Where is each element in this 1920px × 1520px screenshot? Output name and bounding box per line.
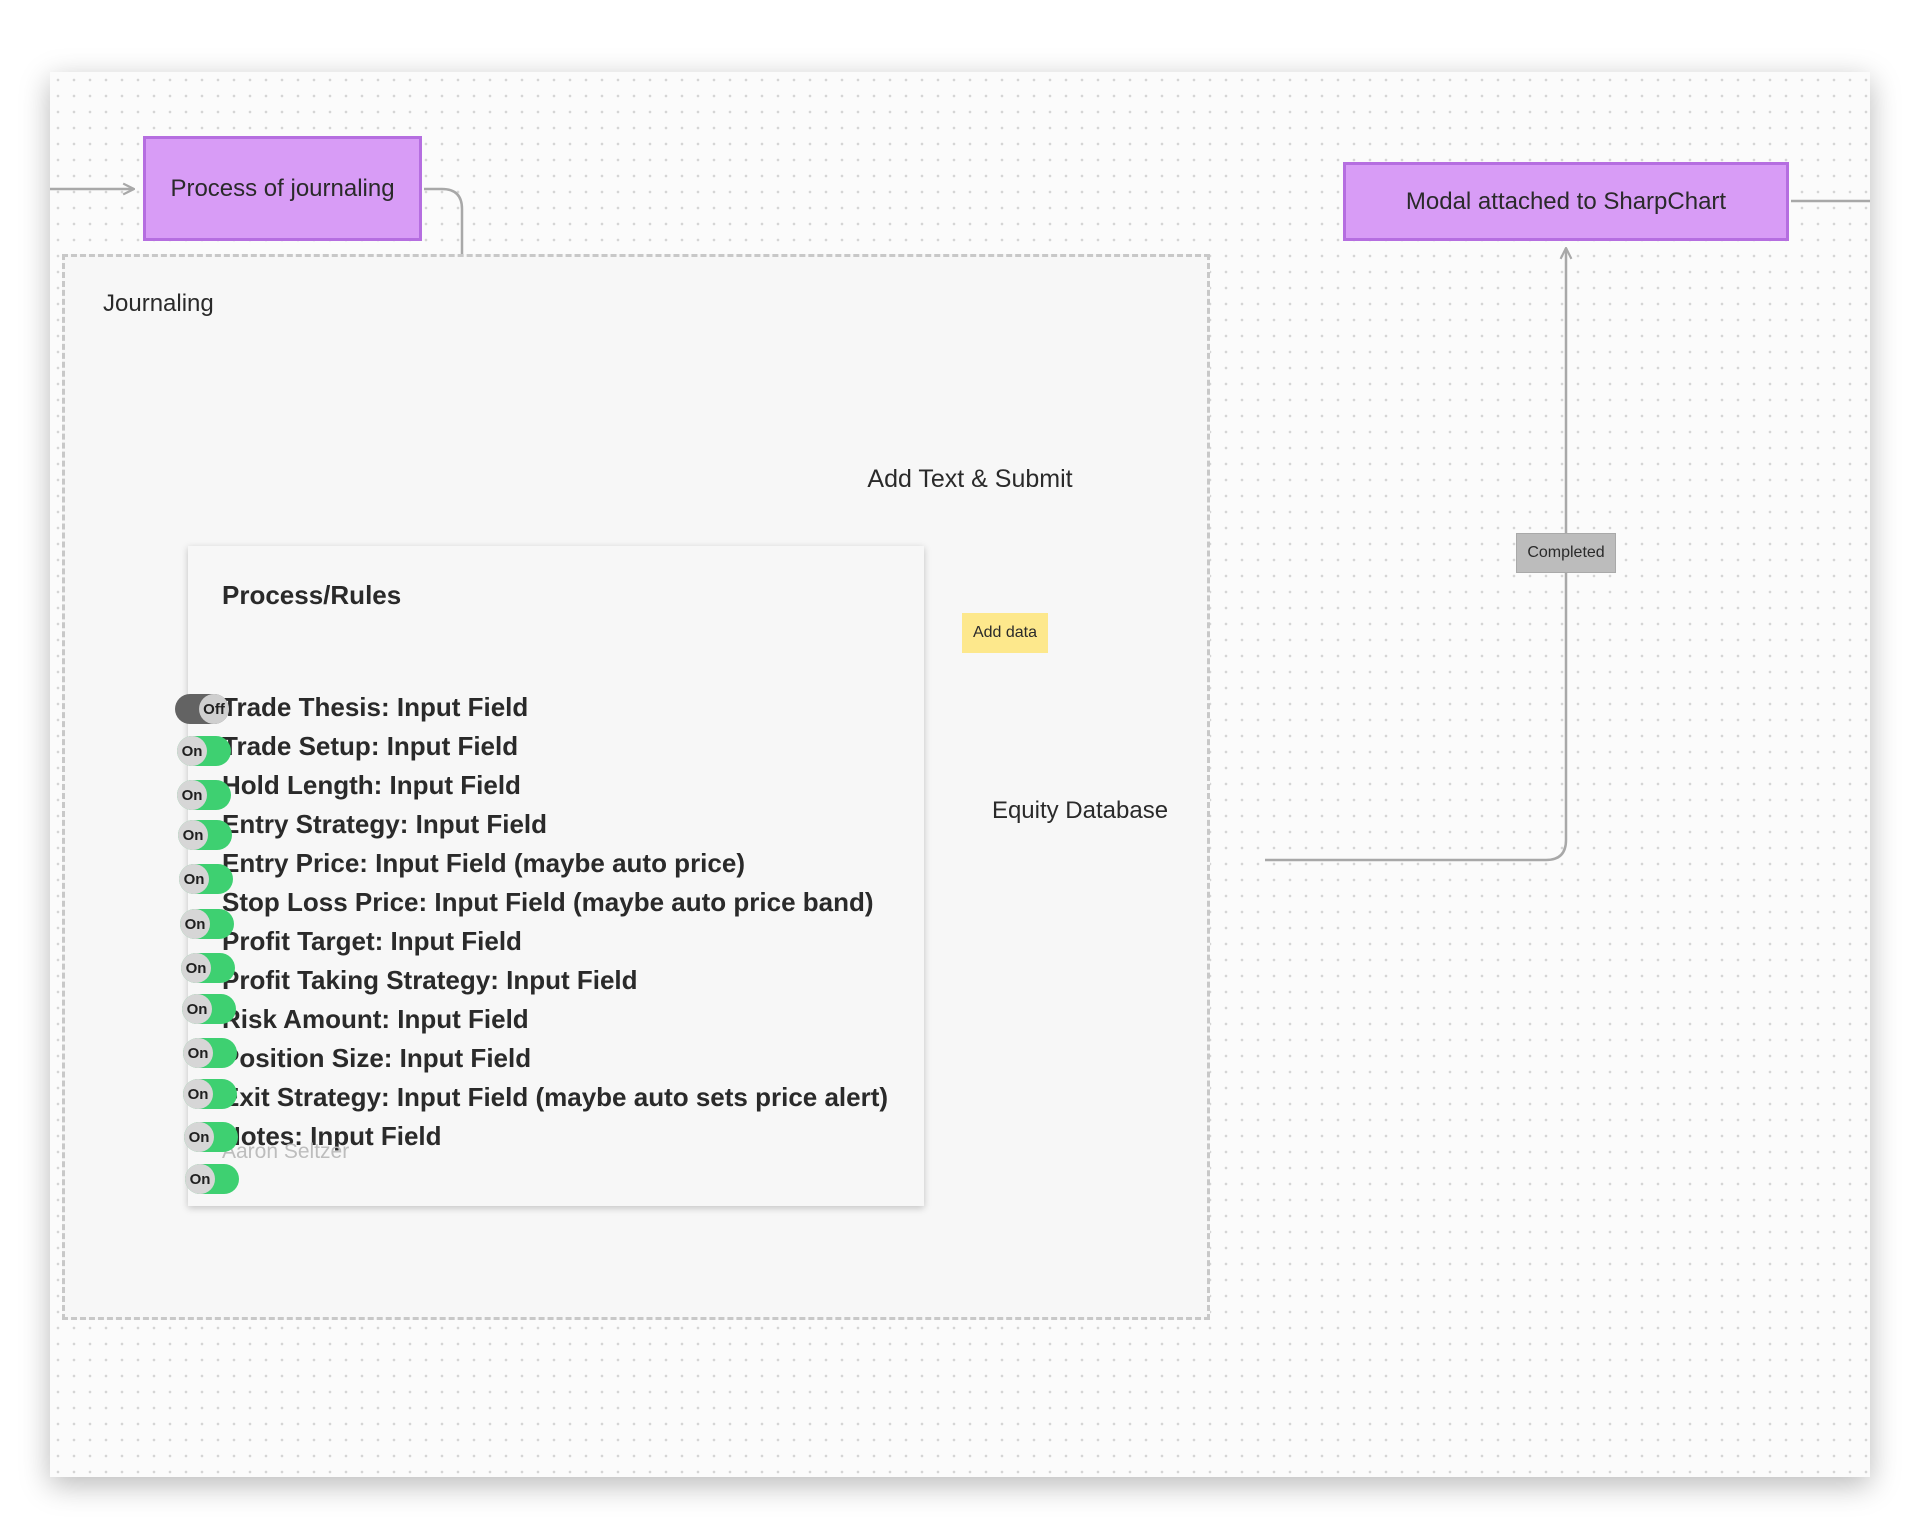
toggle-state-label: On: [177, 736, 207, 766]
rule-item: Trade Thesis: Input Field: [222, 692, 529, 722]
rule-toggle-on[interactable]: On: [183, 1038, 237, 1068]
rule-item: Profit Target: Input Field: [222, 926, 522, 956]
toggle-state-label: On: [183, 1038, 213, 1068]
toggle-state-label: On: [180, 909, 210, 939]
toggle-state-label: Off: [199, 694, 229, 724]
toggle-state-label: On: [184, 1122, 214, 1152]
equity-database-label: Equity Database: [991, 797, 1169, 824]
toggle-state-label: On: [183, 1079, 213, 1109]
rule-toggle-on[interactable]: On: [185, 1164, 239, 1194]
rule-toggle-on[interactable]: On: [184, 1122, 238, 1152]
rule-toggle-on[interactable]: On: [178, 820, 232, 850]
rule-toggle-on[interactable]: On: [181, 953, 235, 983]
modal-sharpchart-label: Modal attached to SharpChart: [1405, 187, 1727, 215]
rule-item: Risk Amount: Input Field: [222, 1004, 529, 1034]
rule-item: Profit Taking Strategy: Input Field: [222, 965, 638, 995]
toggle-state-label: On: [178, 820, 208, 850]
rule-item: Notes: Input Field: [222, 1121, 442, 1151]
process-of-journaling-label: Process of journaling: [170, 174, 395, 202]
rule-toggle-on[interactable]: On: [179, 864, 233, 894]
rule-item: Trade Setup: Input Field: [222, 731, 519, 761]
rule-toggle-off[interactable]: Off: [175, 694, 229, 724]
toggle-state-label: On: [177, 780, 207, 810]
add-data-edge-label[interactable]: Add data: [962, 613, 1048, 653]
toggle-state-label: On: [179, 864, 209, 894]
rule-item: Position Size: Input Field: [222, 1043, 532, 1073]
journaling-group-label: Journaling: [103, 290, 214, 317]
rule-item: Entry Strategy: Input Field: [222, 809, 548, 839]
rule-item: Hold Length: Input Field: [222, 770, 521, 800]
rule-toggle-on[interactable]: On: [177, 736, 231, 766]
rule-toggle-on[interactable]: On: [180, 909, 234, 939]
modal-sharpchart-node[interactable]: Modal attached to SharpChart: [1343, 162, 1789, 241]
rule-item: Stop Loss Price: Input Field (maybe auto…: [222, 887, 874, 917]
sticky-note-title: Process/Rules: [222, 580, 402, 610]
rule-toggle-on[interactable]: On: [182, 994, 236, 1024]
toggle-state-label: On: [181, 953, 211, 983]
connector-journaling-to-group[interactable]: [424, 187, 462, 468]
rule-item: Entry Price: Input Field (maybe auto pri…: [222, 848, 745, 878]
connector-group-to-modal[interactable]: [1265, 248, 1566, 862]
toggle-state-label: On: [182, 994, 212, 1024]
process-rules-sticky-note[interactable]: [188, 546, 924, 1206]
rule-toggle-on[interactable]: On: [177, 780, 231, 810]
add-text-submit-label: Add Text & Submit: [867, 465, 1073, 493]
sticky-note-author: Aaron Seltzer: [222, 1140, 350, 1163]
process-of-journaling-node[interactable]: Process of journaling: [143, 136, 422, 241]
rule-toggle-on[interactable]: On: [183, 1079, 237, 1109]
completed-edge-label[interactable]: Completed: [1516, 533, 1616, 573]
rule-item: Exit Strategy: Input Field (maybe auto s…: [222, 1082, 889, 1112]
toggle-state-label: On: [185, 1164, 215, 1194]
